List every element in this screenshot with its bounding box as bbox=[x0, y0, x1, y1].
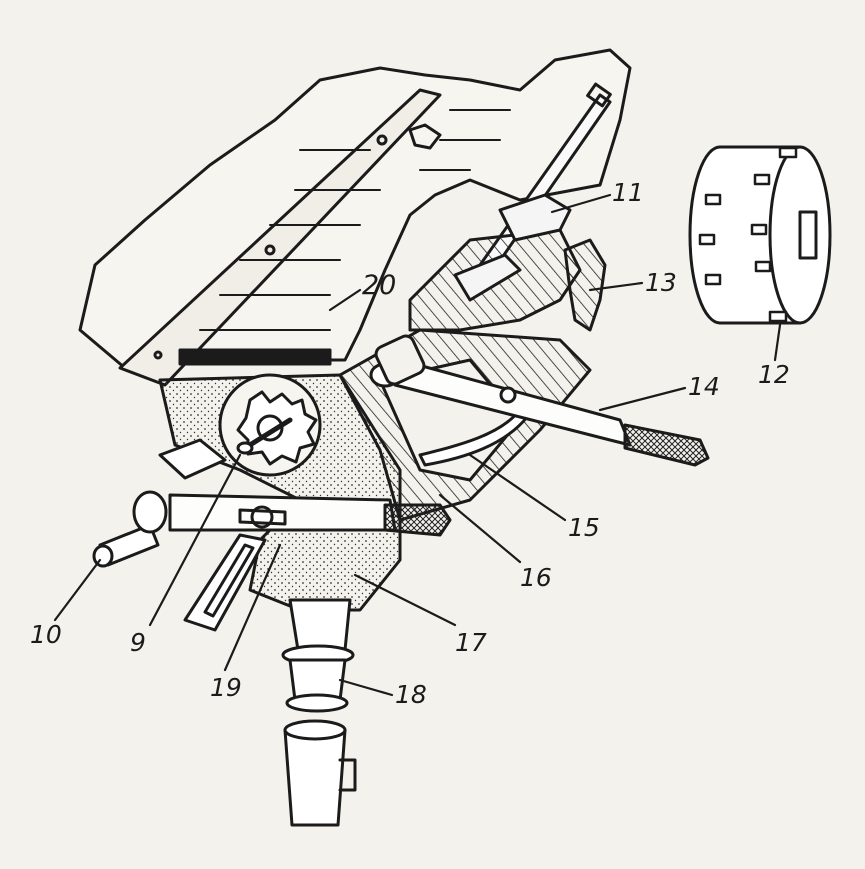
label-14: 14 bbox=[688, 372, 720, 401]
cutter-head-12-teeth bbox=[698, 146, 798, 323]
shaft-10-collar bbox=[132, 490, 168, 534]
lever-14-pin bbox=[499, 386, 517, 404]
hopper-neck bbox=[288, 598, 352, 652]
label-11: 11 bbox=[612, 178, 644, 207]
lever-14-grip bbox=[623, 423, 710, 467]
tube-clip bbox=[338, 758, 357, 792]
table-hole-2 bbox=[376, 134, 388, 146]
label-16: 16 bbox=[520, 563, 552, 592]
leader-lines bbox=[53, 193, 782, 697]
label-9: 9 bbox=[130, 628, 146, 657]
knife-13 bbox=[453, 253, 522, 302]
label-18: 18 bbox=[395, 680, 427, 709]
table-clip bbox=[408, 123, 442, 150]
table-edge bbox=[118, 88, 442, 387]
label-15: 15 bbox=[568, 513, 600, 542]
shaft-end bbox=[236, 441, 254, 455]
table-hatch bbox=[199, 109, 511, 331]
gear-shaft bbox=[242, 417, 293, 451]
label-13: 13 bbox=[645, 268, 677, 297]
ring-18-bottom bbox=[285, 693, 349, 713]
knife-11 bbox=[498, 193, 572, 242]
table-slot bbox=[178, 348, 332, 366]
rod-cap bbox=[586, 82, 612, 108]
table-hole-1 bbox=[264, 244, 276, 256]
tube-lower bbox=[283, 728, 347, 827]
cutter-head-12-bore bbox=[798, 210, 818, 260]
arm-slot bbox=[203, 543, 255, 618]
gear-hub bbox=[256, 414, 284, 442]
label-20: 20 bbox=[362, 270, 397, 301]
lever-14-boss bbox=[374, 334, 426, 386]
label-17: 17 bbox=[455, 628, 487, 657]
label-12: 12 bbox=[758, 360, 790, 389]
lever-19-grip bbox=[383, 503, 452, 537]
label-19: 19 bbox=[210, 673, 242, 702]
gear-13 bbox=[563, 238, 607, 332]
table-hole-3 bbox=[153, 350, 163, 360]
tube-lower-top bbox=[283, 719, 347, 741]
plate-9 bbox=[158, 438, 227, 480]
lever-19-wing bbox=[238, 508, 287, 526]
label-10: 10 bbox=[30, 620, 62, 649]
